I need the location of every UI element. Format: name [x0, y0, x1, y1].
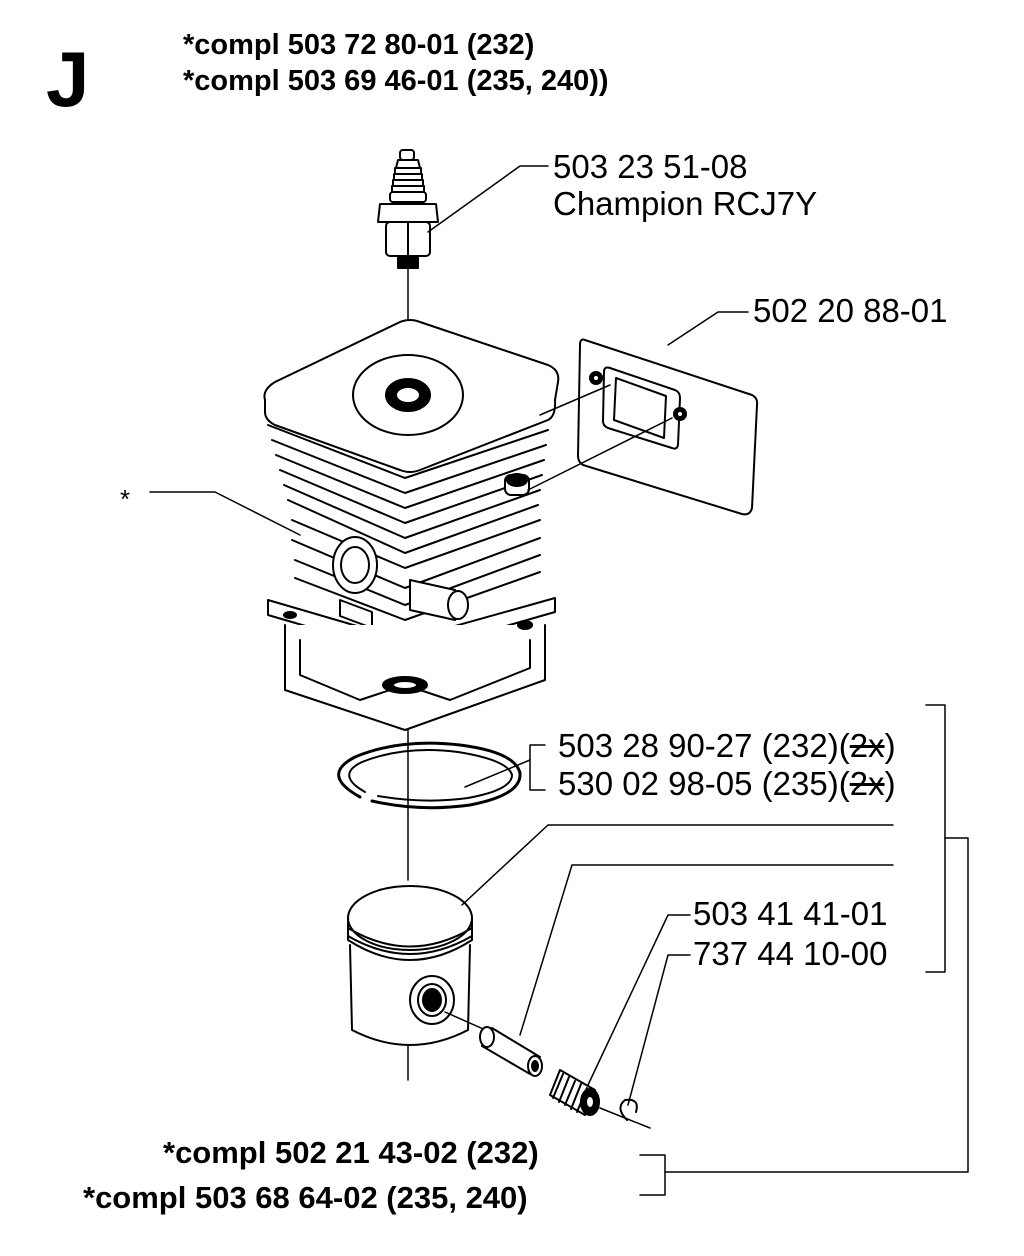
- cylinder-drawing: [263, 319, 560, 731]
- grouping-brackets: [529, 704, 969, 1196]
- piston-ring-drawing: [337, 741, 522, 810]
- leader-spark-plug: [427, 165, 549, 233]
- circlip-part-number: 737 44 10-00: [693, 935, 888, 972]
- leader-ring: [464, 759, 531, 788]
- ring-part-232-close: ): [884, 727, 896, 764]
- footer-bracket: [639, 1154, 666, 1196]
- spark-plug-drawing: [377, 149, 439, 269]
- leader-circlip: [627, 954, 691, 1106]
- leader-gasket-bolt: [527, 417, 673, 491]
- section-letter: J: [46, 35, 90, 123]
- ring-part-235: 530 02 98-05 (235)(2x): [558, 765, 896, 803]
- footer-kit-232: *compl 502 21 43-02 (232): [163, 1135, 539, 1170]
- right-group-bracket: [925, 704, 946, 973]
- leader-piston: [461, 824, 894, 906]
- ring-part-232-number: 503 28 90-27 (232)(: [558, 727, 850, 764]
- ring-bracket: [529, 744, 546, 791]
- footer-kit-235-240: *compl 503 68 64-02 (235, 240): [83, 1180, 528, 1215]
- header-kit-235-240: *compl 503 69 46-01 (235, 240)): [183, 65, 609, 97]
- ring-part-232: 503 28 90-27 (232)(2x): [558, 727, 896, 765]
- circlip-drawing: [619, 1098, 638, 1121]
- gasket-part-number: 502 20 88-01: [753, 292, 948, 329]
- ring-part-235-close: ): [884, 765, 896, 802]
- leader-gasket: [539, 384, 611, 416]
- spark-plug-name: Champion RCJ7Y: [553, 185, 818, 222]
- cylinder-marker: *: [120, 484, 131, 514]
- leader-lines: [149, 165, 894, 1106]
- piston-pin-drawing: [479, 1026, 543, 1077]
- piston-drawing: [347, 885, 491, 1046]
- gasket-drawing: [577, 338, 759, 516]
- ring-part-232-qty: 2x: [849, 727, 885, 764]
- spark-plug-part-number: 503 23 51-08: [553, 148, 748, 185]
- ring-part-235-number: 530 02 98-05 (235)(: [558, 765, 850, 802]
- ring-part-235-qty: 2x: [849, 765, 885, 802]
- leader-pin: [519, 864, 894, 1036]
- leader-cylinder: [149, 491, 301, 536]
- bearing-part-number: 503 41 41-01: [693, 895, 888, 932]
- leader-gasket: [667, 311, 749, 346]
- right-group-connector: [664, 837, 969, 1173]
- leader-bearing: [587, 914, 691, 1086]
- header-kit-232: *compl 503 72 80-01 (232): [183, 29, 535, 61]
